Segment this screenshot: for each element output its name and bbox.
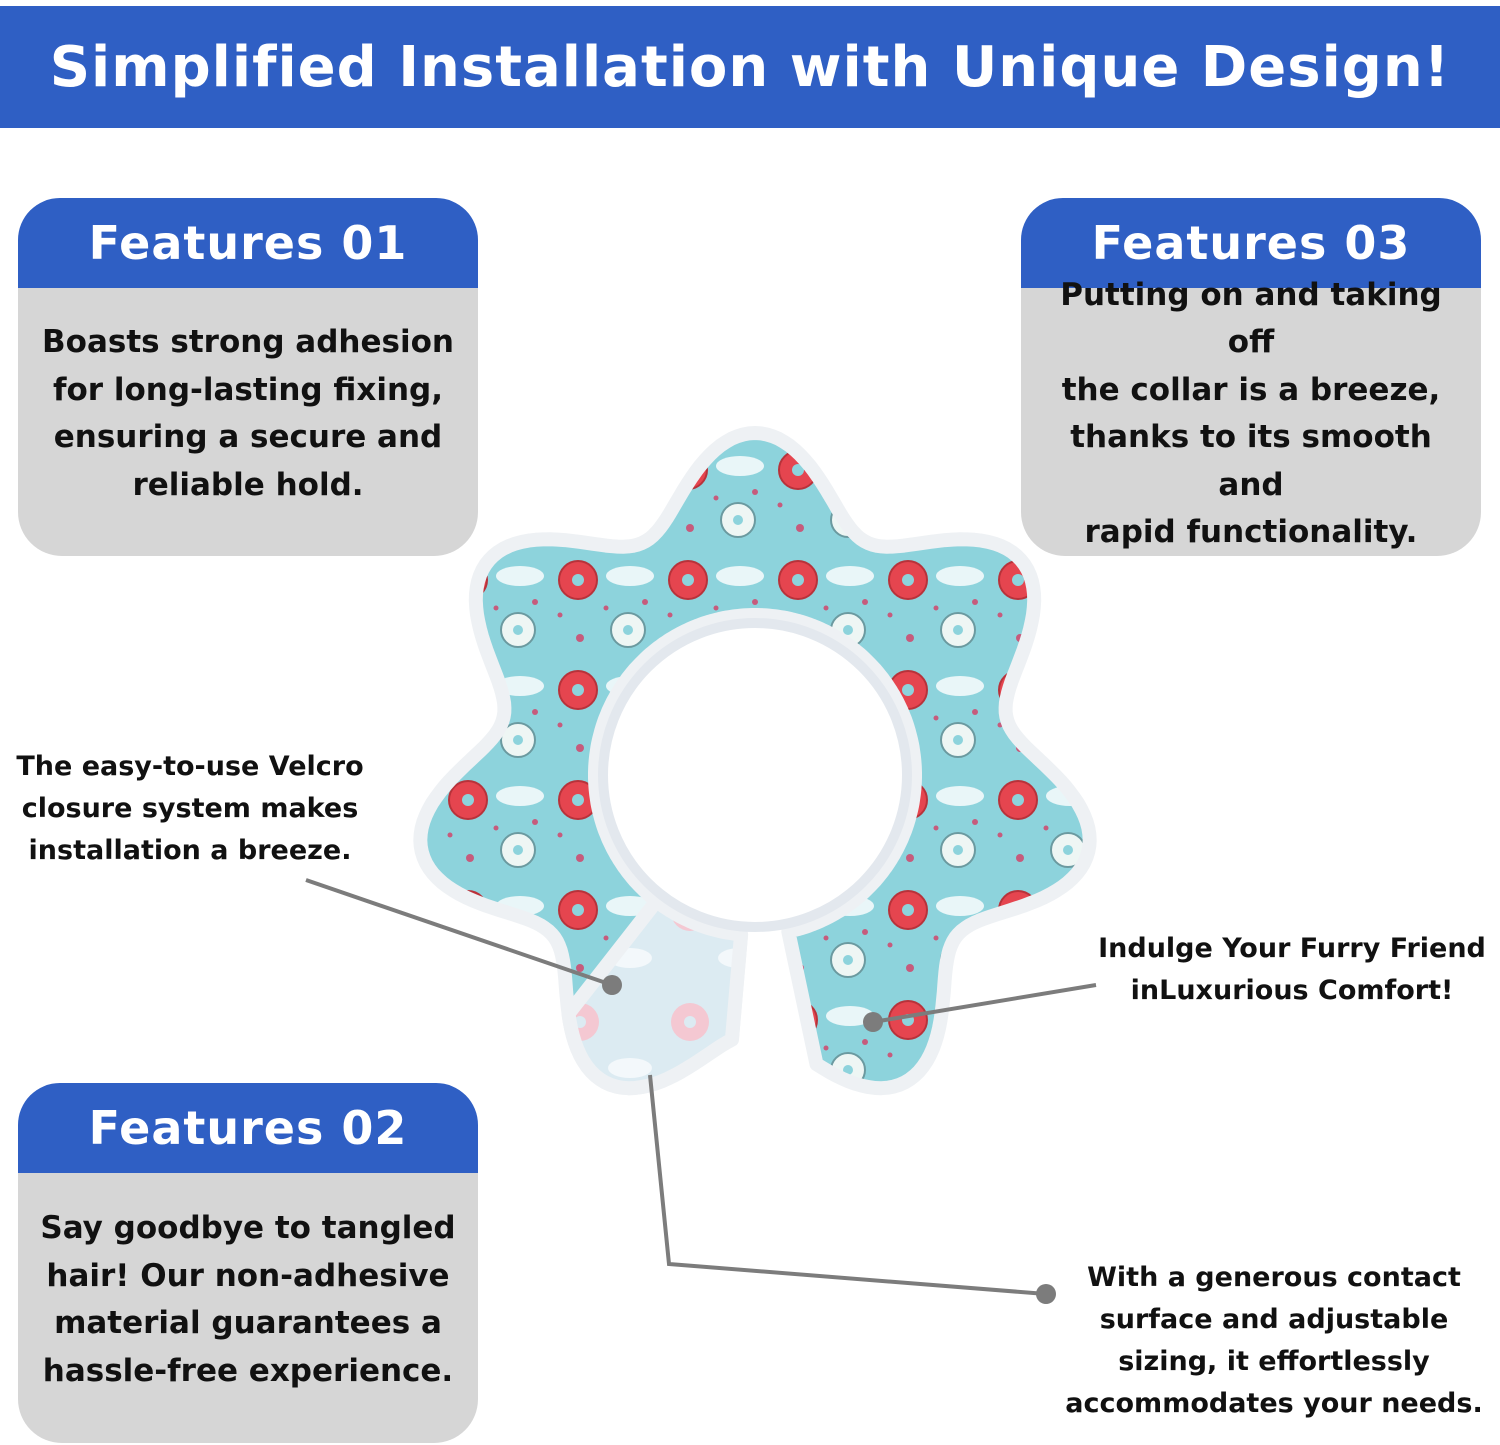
feature-card-03: Features 03 Putting on and taking off th… bbox=[1021, 198, 1481, 556]
callout-line: accommodates your needs. bbox=[1065, 1388, 1483, 1419]
feature-card-body: Putting on and taking off the collar is … bbox=[1021, 277, 1481, 556]
feature-title: Features 02 bbox=[88, 1101, 408, 1155]
feature-card-01: Features 01 Boasts strong adhesion for l… bbox=[18, 198, 478, 556]
feature-line: ensuring a secure and bbox=[53, 419, 443, 455]
feature-line: Boasts strong adhesion bbox=[42, 324, 454, 360]
feature-card-header: Features 01 bbox=[18, 198, 478, 288]
callout-line: surface and adjustable bbox=[1099, 1304, 1449, 1335]
callout-line: Indulge Your Furry Friend bbox=[1098, 933, 1486, 964]
neck-opening bbox=[598, 618, 912, 932]
feature-card-body: Say goodbye to tangled hair! Our non-adh… bbox=[18, 1173, 478, 1443]
feature-line: Say goodbye to tangled bbox=[40, 1210, 456, 1246]
feature-line: the collar is a breeze, bbox=[1061, 371, 1441, 408]
callout-line: sizing, it effortlessly bbox=[1118, 1346, 1430, 1377]
feature-line: material guarantees a bbox=[54, 1305, 442, 1341]
feature-line: Putting on and taking off bbox=[1060, 276, 1442, 361]
feature-title: Features 01 bbox=[88, 216, 408, 270]
page-title: Simplified Installation with Unique Desi… bbox=[49, 34, 1451, 100]
feature-line: thanks to its smooth and bbox=[1070, 419, 1432, 503]
feature-card-header: Features 02 bbox=[18, 1083, 478, 1173]
feature-description: Putting on and taking off the collar is … bbox=[1035, 272, 1467, 557]
callout-line: closure system makes bbox=[21, 793, 359, 824]
callout-line: With a generous contact bbox=[1087, 1262, 1461, 1293]
callout-contact: With a generous contact surface and adju… bbox=[1062, 1257, 1486, 1425]
header-banner: Simplified Installation with Unique Desi… bbox=[0, 6, 1500, 128]
callout-velcro: The easy-to-use Velcro closure system ma… bbox=[10, 746, 370, 872]
feature-line: rapid functionality. bbox=[1084, 514, 1418, 550]
callout-line: inLuxurious Comfort! bbox=[1130, 975, 1454, 1006]
feature-line: hair! Our non-adhesive bbox=[46, 1257, 450, 1294]
feature-line: hassle-free experience. bbox=[42, 1352, 454, 1389]
callout-comfort: Indulge Your Furry Friend inLuxurious Co… bbox=[1090, 928, 1494, 1012]
feature-card-02: Features 02 Say goodbye to tangled hair!… bbox=[18, 1083, 478, 1443]
feature-title: Features 03 bbox=[1091, 216, 1411, 270]
feature-line: for long-lasting fixing, bbox=[52, 371, 444, 408]
feature-card-header: Features 03 bbox=[1021, 198, 1481, 288]
callout-line: The easy-to-use Velcro bbox=[16, 751, 364, 782]
feature-card-body: Boasts strong adhesion for long-lasting … bbox=[18, 288, 478, 556]
feature-description: Boasts strong adhesion for long-lasting … bbox=[42, 319, 454, 509]
feature-line: reliable hold. bbox=[132, 466, 364, 503]
callout-line: installation a breeze. bbox=[28, 835, 352, 866]
feature-description: Say goodbye to tangled hair! Our non-adh… bbox=[40, 1205, 455, 1395]
